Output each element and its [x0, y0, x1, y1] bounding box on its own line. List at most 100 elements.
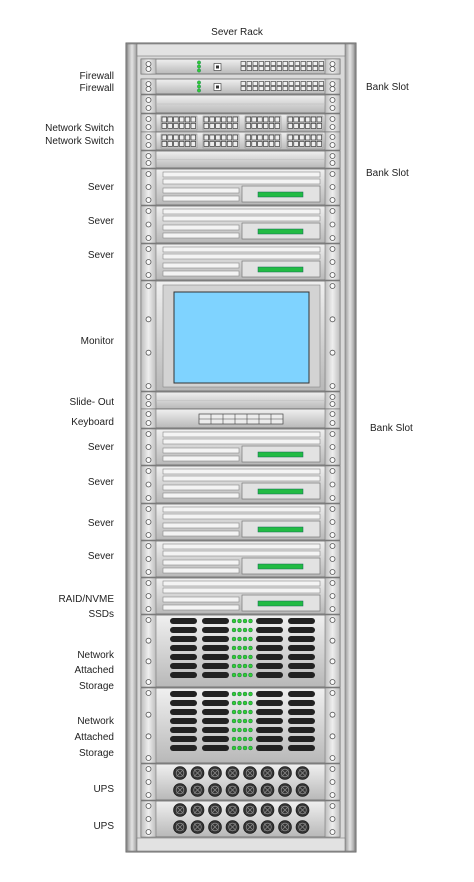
nas-drive-bay: [202, 618, 229, 624]
label-firewall-2: Firewall: [79, 83, 114, 94]
mount-screw: [145, 124, 152, 130]
label-nas2-3: Storage: [78, 748, 114, 759]
ups-fan-ring: [245, 785, 255, 795]
nas-drive-bay: [288, 636, 315, 642]
nas-drive-bay: [170, 636, 197, 642]
ups-fan-blade: [281, 786, 289, 794]
nas-status-led: [231, 718, 237, 724]
ups-fan-blade: [263, 823, 272, 831]
mount-screw: [329, 61, 336, 67]
nas-drive-bay: [202, 745, 229, 751]
mount-screw: [329, 283, 336, 289]
mount-screw: [329, 420, 336, 426]
switch-port: [257, 134, 263, 141]
nas-status-led: [237, 718, 242, 724]
switch-port: [226, 116, 233, 123]
switch-port: [251, 116, 257, 123]
console-port-pin: [216, 85, 219, 89]
label-sever-6: Sever: [87, 518, 114, 529]
mount-screw: [145, 420, 152, 426]
mount-screw: [145, 829, 152, 835]
nas-drive-bay: [170, 727, 197, 733]
mount-screw: [329, 171, 336, 177]
nas-status-led: [248, 627, 253, 633]
nas-status-led: [231, 736, 237, 742]
nas-status-led: [242, 654, 248, 660]
nas-status-led: [237, 645, 242, 651]
drive-slot: [162, 178, 321, 185]
ethernet-port: [318, 66, 324, 71]
nas-drive-bay: [202, 627, 229, 633]
mount-screw: [145, 690, 152, 696]
drive-activity-bar: [257, 563, 304, 570]
rack-ear-left: [140, 280, 157, 392]
ethernet-port: [264, 66, 270, 71]
mount-screw: [329, 468, 336, 474]
drive-slot: [162, 262, 240, 269]
nas-drive-bay: [256, 745, 283, 751]
mount-screw: [145, 142, 152, 148]
nas-drive-bay: [256, 627, 283, 633]
drive-slot: [162, 253, 321, 260]
nas-drive-bay: [202, 654, 229, 660]
nas-drive-bay: [256, 718, 283, 724]
switch-port: [179, 141, 185, 147]
switch-port: [221, 141, 227, 147]
switch-port: [251, 141, 257, 147]
mount-screw: [145, 431, 152, 437]
mount-screw: [145, 569, 152, 575]
drive-slot: [162, 171, 321, 178]
ups-fan-blade: [298, 823, 307, 831]
mount-screw: [145, 134, 152, 140]
switch-port: [221, 116, 227, 123]
switch-port: [245, 116, 251, 123]
status-led: [197, 80, 201, 85]
ethernet-port: [276, 61, 282, 66]
mount-screw: [145, 457, 152, 463]
mount-screw: [329, 246, 336, 252]
mount-screw: [329, 803, 336, 809]
nas-status-led: [248, 727, 253, 733]
switch-port: [293, 116, 299, 123]
ethernet-port: [294, 61, 300, 66]
mount-screw: [329, 401, 336, 407]
status-led: [197, 64, 201, 69]
ups-fan-blade: [228, 786, 237, 794]
nas-drive-bay: [202, 663, 229, 669]
ethernet-port: [270, 86, 276, 91]
mount-screw: [145, 803, 152, 809]
mount-screw: [329, 617, 336, 623]
label-nas1-1: Network: [77, 650, 114, 661]
nas-status-led: [242, 700, 248, 706]
ethernet-port: [276, 81, 282, 86]
drive-slot: [162, 447, 240, 454]
ups-fan-ring: [280, 768, 290, 778]
ups-fan-blade: [176, 786, 184, 794]
mount-screw: [145, 316, 152, 323]
ups-fan-blade: [246, 806, 254, 814]
nas-status-led: [237, 736, 242, 742]
mount-screw: [329, 197, 336, 203]
ethernet-port: [288, 66, 294, 71]
ethernet-port: [294, 66, 300, 71]
nas-status-led: [248, 736, 253, 742]
switch-port: [268, 123, 275, 129]
mount-screw: [329, 816, 336, 822]
ups-fan-ring: [245, 805, 255, 815]
switch-port: [293, 123, 299, 129]
switch-port: [305, 134, 311, 141]
mount-screw: [145, 411, 152, 417]
switch-port: [251, 123, 257, 129]
mount-screw: [145, 481, 152, 488]
ups-fan-blade: [193, 806, 202, 814]
mount-screw: [145, 679, 152, 685]
switch-port: [173, 141, 179, 147]
ups-fan-ring: [193, 785, 202, 795]
nas-status-led: [248, 691, 253, 697]
switch-port: [299, 134, 305, 141]
ethernet-port: [300, 61, 306, 66]
ethernet-port: [300, 86, 306, 91]
mount-screw: [329, 431, 336, 437]
ups-fan-blade: [246, 786, 254, 794]
switch-port: [287, 134, 293, 141]
